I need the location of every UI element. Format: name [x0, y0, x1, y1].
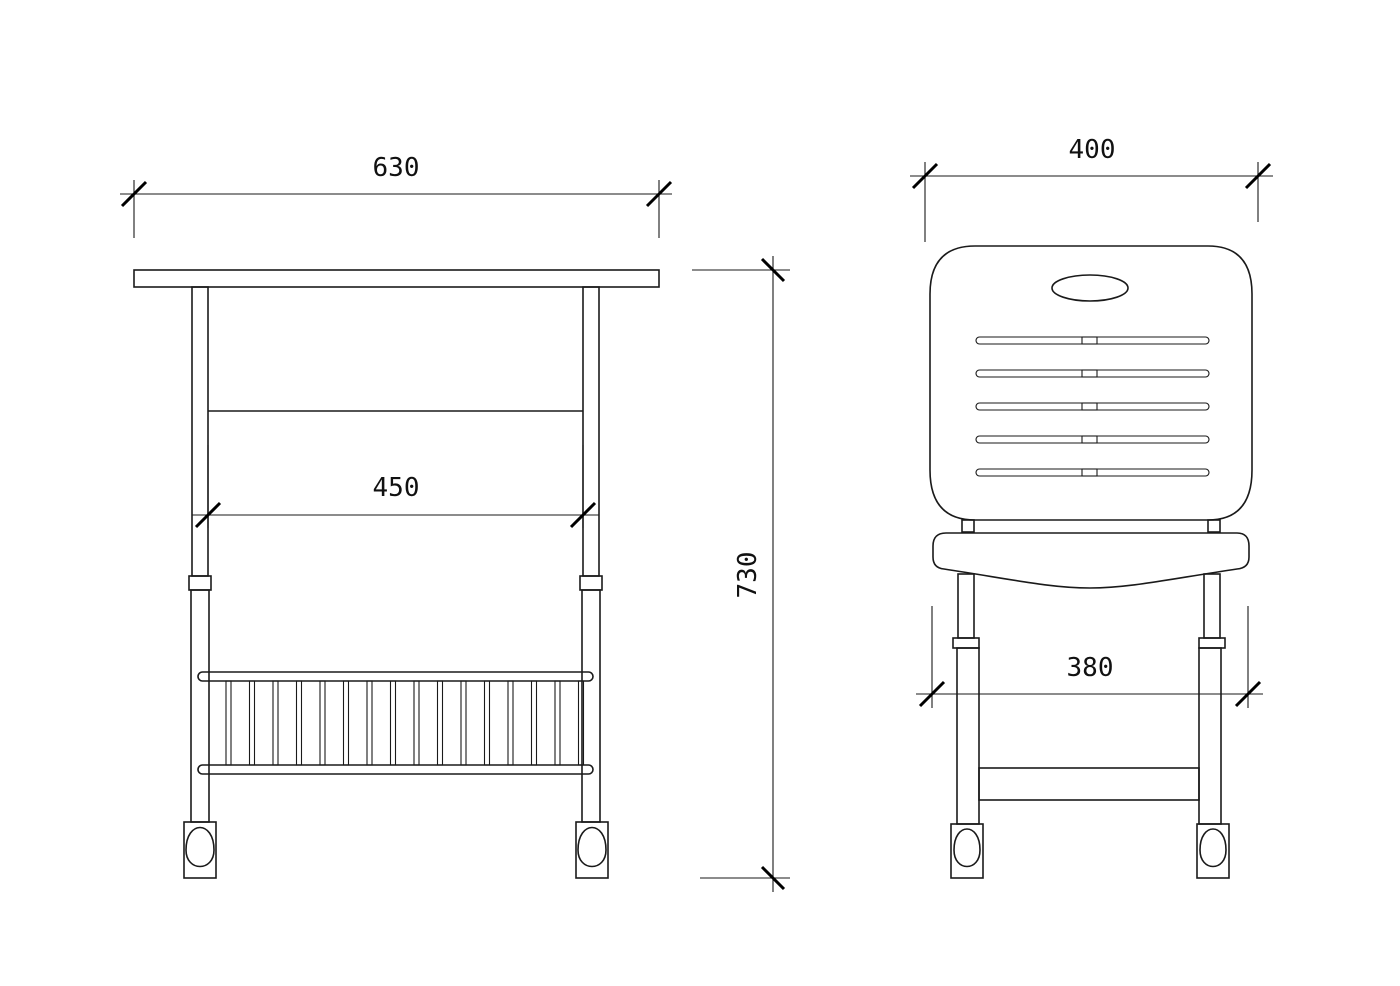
chair-left-foot [950, 823, 984, 879]
desk-width-dimension: 630 [120, 153, 673, 238]
rack-bar [272, 680, 279, 766]
desk-width-label: 630 [373, 153, 420, 183]
chair-right-back-post [1207, 519, 1221, 533]
rack-bar [436, 680, 444, 766]
slot-divider [1081, 402, 1098, 411]
slot-divider [1081, 435, 1098, 444]
chair-width-label: 400 [1069, 135, 1116, 165]
chair-backrest [929, 245, 1253, 521]
chair-front-view: 400 380 [910, 135, 1273, 879]
desk-left-foot [183, 821, 217, 879]
slot-divider [1081, 369, 1098, 378]
chair-width-dimension: 400 [910, 135, 1273, 242]
backrest-slot [975, 402, 1210, 411]
backrest-slot [975, 369, 1210, 378]
desk-right-upper-leg [582, 286, 600, 577]
rack-bar [460, 680, 467, 766]
rack-bar [507, 680, 514, 766]
desk-left-collar [188, 575, 212, 591]
rack-bar [554, 680, 561, 766]
backrest-slot [975, 336, 1210, 345]
chair-left-collar [952, 637, 980, 649]
rack-bar [248, 680, 256, 766]
chair-leg-span-label: 380 [1067, 653, 1114, 683]
slot-divider [1081, 336, 1098, 345]
chair-right-upper-leg [1203, 573, 1221, 639]
rack-bar [577, 680, 585, 766]
chair-left-lower-leg [956, 647, 980, 825]
desk-left-upper-leg [191, 286, 209, 577]
desk-left-lower-leg [190, 589, 210, 823]
rack-bar [225, 680, 232, 766]
backrest-slot [975, 468, 1210, 477]
chair-seat [932, 532, 1250, 589]
chair-left-back-post [961, 519, 975, 533]
rack-bar [530, 680, 538, 766]
desk-right-foot [575, 821, 609, 879]
chair-right-foot [1196, 823, 1230, 879]
rack-bar [342, 680, 350, 766]
rack-bar [319, 680, 326, 766]
backrest-slot [975, 435, 1210, 444]
rack-bar [483, 680, 491, 766]
desk-leg-span-label: 450 [373, 473, 420, 503]
chair-foot-bar [978, 767, 1200, 801]
rack-bar [413, 680, 420, 766]
chair-handle-hole [1051, 274, 1129, 302]
desk-book-rack [197, 671, 594, 775]
rack-bar [295, 680, 303, 766]
chair-right-lower-leg [1198, 647, 1222, 825]
desk-tabletop [133, 269, 660, 288]
desk-front-view: 630 450 730 [120, 153, 790, 892]
desk-leg-span-dimension: 450 [192, 445, 599, 529]
desk-height-label: 730 [733, 552, 763, 599]
desk-right-lower-leg [581, 589, 601, 823]
chair-backrest-slots [975, 336, 1210, 477]
rack-bar [366, 680, 373, 766]
slot-divider [1081, 468, 1098, 477]
chair-right-collar [1198, 637, 1226, 649]
chair-leg-span-dimension: 380 [916, 606, 1263, 708]
desk-right-collar [579, 575, 603, 591]
desk-height-dimension: 730 [692, 256, 790, 892]
rack-bar [389, 680, 397, 766]
chair-left-upper-leg [957, 573, 975, 639]
